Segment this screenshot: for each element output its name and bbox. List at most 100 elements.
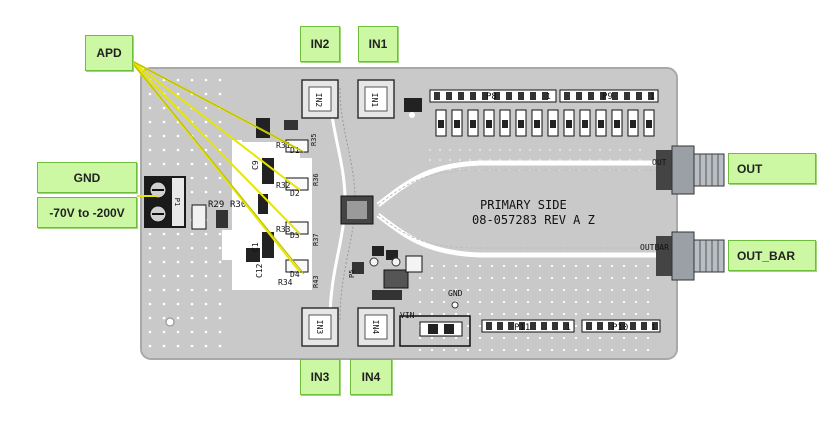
via (454, 336, 458, 340)
via (162, 148, 166, 152)
via (610, 312, 614, 316)
via (634, 264, 638, 268)
jumper-cap (502, 120, 508, 128)
via (622, 300, 626, 304)
p8-label: P8 (486, 92, 497, 102)
via (162, 232, 166, 236)
via (526, 276, 530, 280)
via (430, 312, 434, 316)
gnd-testpoint (451, 301, 459, 309)
header-pin (519, 322, 525, 330)
via (204, 78, 208, 82)
via (190, 316, 194, 320)
via (610, 288, 614, 292)
jumper-cap (518, 120, 524, 128)
via (646, 336, 650, 340)
via (176, 246, 180, 250)
via (204, 344, 208, 348)
via (539, 149, 541, 151)
header-p10 (581, 319, 661, 333)
r33-label: R33 (276, 225, 291, 234)
header-pin (648, 92, 654, 100)
via (489, 149, 491, 151)
via (190, 344, 194, 348)
via (148, 302, 152, 306)
via (598, 312, 602, 316)
via (479, 149, 481, 151)
via (562, 312, 566, 316)
via (622, 276, 626, 280)
jumper-row (435, 109, 655, 137)
via (559, 149, 561, 151)
header-pin (636, 92, 642, 100)
via (610, 264, 614, 268)
via (529, 149, 531, 151)
via (218, 260, 222, 264)
via (176, 148, 180, 152)
via (490, 264, 494, 268)
via (190, 246, 194, 250)
via (478, 288, 482, 292)
via (490, 288, 494, 292)
apd-callout: APD (85, 35, 133, 71)
via (502, 288, 506, 292)
in2-callout: IN2 (300, 26, 340, 62)
via (466, 276, 470, 280)
via (218, 162, 222, 166)
via (610, 336, 614, 340)
via (204, 246, 208, 250)
via (550, 276, 554, 280)
via (634, 276, 638, 280)
via (442, 288, 446, 292)
via (148, 288, 152, 292)
via (190, 260, 194, 264)
via (439, 159, 441, 161)
via (538, 288, 542, 292)
via (176, 134, 180, 138)
voltage-callout: -70V to -200V (37, 197, 137, 228)
via (442, 336, 446, 340)
via (429, 159, 431, 161)
via (598, 288, 602, 292)
via (466, 348, 470, 352)
p10-pin1: 1 (651, 323, 656, 332)
via (634, 348, 638, 352)
via (514, 336, 518, 340)
via (190, 274, 194, 278)
header-pin (588, 92, 594, 100)
via (162, 162, 166, 166)
via (478, 264, 482, 268)
via (610, 300, 614, 304)
via (418, 336, 422, 340)
d4-label: D4 (290, 270, 300, 279)
header-pin (612, 92, 618, 100)
jumper-cap (486, 120, 492, 128)
header-pin (576, 92, 582, 100)
via (622, 348, 626, 352)
in3-callout: IN3 (300, 359, 340, 395)
via (634, 288, 638, 292)
via (218, 344, 222, 348)
header-pin (600, 92, 606, 100)
via (162, 274, 166, 278)
header-pin (482, 92, 488, 100)
via (502, 312, 506, 316)
in2-pad-label: IN2 (314, 93, 323, 108)
via (162, 330, 166, 334)
via (218, 316, 222, 320)
via (418, 300, 422, 304)
via (622, 336, 626, 340)
via (204, 316, 208, 320)
p8-pin1: 1 (546, 92, 551, 101)
in3-pad-label: IN3 (315, 320, 324, 335)
via (466, 324, 470, 328)
via (599, 149, 601, 151)
in1-pad-label: IN1 (370, 93, 379, 108)
via (502, 348, 506, 352)
via (598, 264, 602, 268)
via (190, 176, 194, 180)
via (190, 232, 194, 236)
via (190, 302, 194, 306)
p1-label: P1 (173, 198, 181, 206)
